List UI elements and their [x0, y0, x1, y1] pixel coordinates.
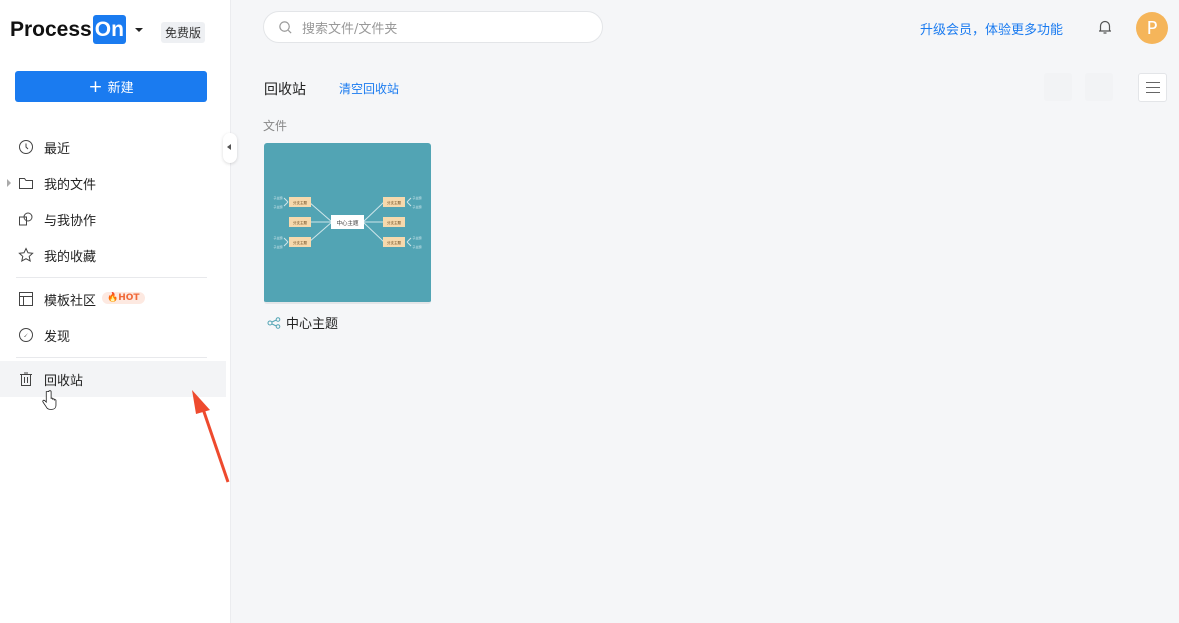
svg-text:子主题: 子主题 — [273, 195, 282, 200]
grid-view-button[interactable] — [1044, 73, 1072, 101]
svg-text:分支主题: 分支主题 — [387, 200, 401, 205]
chevron-down-icon[interactable] — [134, 27, 143, 32]
svg-text:子主题: 子主题 — [273, 235, 282, 240]
search-input[interactable]: 搜索文件/文件夹 — [263, 11, 603, 43]
sidebar-item-label: 模板社区 — [44, 293, 97, 309]
sidebar-item-recent[interactable]: 最近 — [0, 129, 226, 165]
svg-text:子主题: 子主题 — [412, 204, 421, 209]
search-placeholder: 搜索文件/文件夹 — [302, 21, 398, 37]
file-card[interactable]: 中心主题 分支主题分支主题分支主题 分支主题分支主题分支主题 子主题子主题 子主… — [264, 143, 431, 304]
sidebar-item-favorites[interactable]: 我的收藏 — [0, 237, 226, 273]
plus-icon: + — [88, 76, 103, 97]
trash-icon — [20, 372, 32, 386]
plan-badge: 免费版 — [161, 22, 206, 43]
collapse-sidebar-button[interactable] — [223, 133, 237, 163]
template-icon — [19, 292, 33, 306]
sidebar-item-collaborate[interactable]: 与我协作 — [0, 201, 226, 237]
sidebar-item-label: 发现 — [44, 329, 71, 345]
svg-text:中心主题: 中心主题 — [336, 219, 359, 227]
divider — [16, 357, 207, 358]
sidebar-item-templates[interactable]: 模板社区 🔥HOT — [0, 281, 226, 317]
file-name[interactable]: 中心主题 — [267, 313, 338, 332]
page-title: 回收站 — [264, 82, 306, 98]
compass-icon — [19, 328, 33, 342]
logo-badge: On — [92, 15, 126, 44]
sidebar-item-label: 回收站 — [44, 373, 84, 389]
sidebar-item-label: 我的文件 — [44, 177, 97, 193]
bell-icon[interactable] — [1097, 19, 1113, 35]
svg-text:分支主题: 分支主题 — [293, 220, 307, 225]
clock-icon — [19, 140, 33, 154]
sidebar-item-label: 与我协作 — [44, 213, 97, 229]
logo[interactable]: Process On — [10, 15, 143, 44]
search-icon — [279, 21, 292, 34]
svg-text:子主题: 子主题 — [273, 204, 282, 209]
mindmap-icon — [267, 316, 281, 329]
annotation-arrow — [192, 390, 230, 483]
new-button-label: 新建 — [107, 81, 134, 96]
sidebar-item-my-files[interactable]: 我的文件 — [0, 165, 226, 201]
upgrade-link[interactable]: 升级会员，体验更多功能 — [920, 23, 1064, 38]
star-icon — [18, 247, 34, 262]
clear-trash-button[interactable]: 清空回收站 — [339, 82, 400, 96]
hand-cursor-icon — [42, 390, 57, 410]
file-name-label: 中心主题 — [286, 317, 339, 332]
sort-button[interactable] — [1085, 73, 1113, 101]
collaborate-icon — [19, 212, 33, 226]
svg-text:分支主题: 分支主题 — [293, 240, 307, 245]
sidebar: Process On 免费版 + 新建 最近 我的文件 与我协作 我的收藏 模板社… — [0, 0, 231, 623]
new-button[interactable]: + 新建 — [15, 71, 207, 102]
sidebar-item-label: 我的收藏 — [44, 249, 97, 265]
svg-text:分支主题: 分支主题 — [387, 220, 401, 225]
sidebar-item-trash[interactable]: 回收站 — [0, 361, 226, 397]
section-label: 文件 — [263, 119, 288, 133]
svg-text:子主题: 子主题 — [412, 244, 421, 249]
svg-text:子主题: 子主题 — [412, 195, 421, 200]
list-view-button[interactable] — [1138, 73, 1167, 102]
expand-icon[interactable] — [7, 179, 11, 187]
hot-badge: 🔥HOT — [102, 292, 145, 304]
svg-text:子主题: 子主题 — [273, 244, 282, 249]
svg-text:分支主题: 分支主题 — [293, 200, 307, 205]
divider — [16, 277, 207, 278]
svg-text:分支主题: 分支主题 — [387, 240, 401, 245]
logo-text: Process — [10, 17, 92, 41]
svg-text:子主题: 子主题 — [412, 235, 421, 240]
folder-icon — [19, 178, 33, 189]
avatar[interactable]: P — [1136, 12, 1168, 44]
sidebar-item-label: 最近 — [44, 141, 71, 157]
sidebar-item-discover[interactable]: 发现 — [0, 317, 226, 353]
